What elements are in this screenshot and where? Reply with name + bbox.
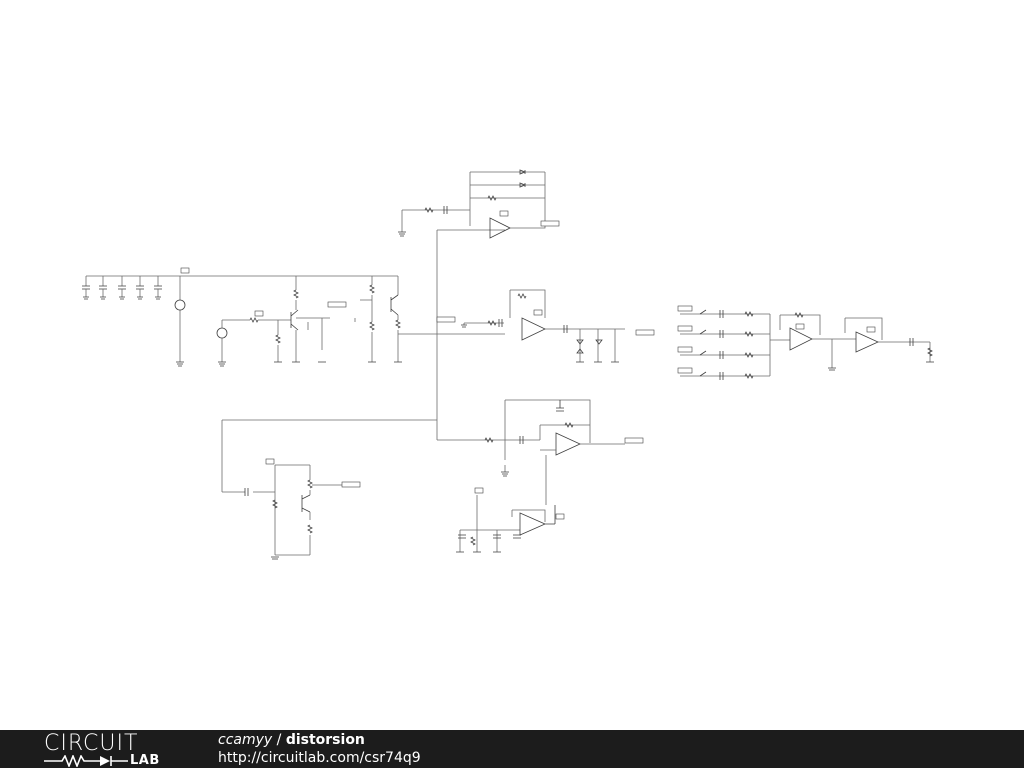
circuit-schematic — [82, 169, 934, 560]
footer-bar: CIRCUIT LAB ccamyy / distorsion http://c… — [0, 730, 1024, 768]
circuitlab-logo[interactable]: CIRCUIT LAB — [44, 733, 178, 767]
signal-trunk — [436, 229, 540, 441]
project-url[interactable]: http://circuitlab.com/csr74q9 — [218, 750, 421, 766]
title-separator: / — [276, 732, 282, 748]
mixer-stage — [677, 305, 934, 380]
project-name: distorsion — [285, 732, 365, 748]
resistor-diode-icon — [44, 755, 128, 767]
supply-rail — [174, 267, 398, 367]
logo-wordmark-bottom: LAB — [130, 753, 160, 768]
gain-stage-middle — [461, 289, 655, 363]
author-link[interactable]: ccamyy — [218, 732, 273, 748]
schematic-canvas[interactable] — [0, 0, 1024, 730]
logo-wordmark-top: CIRCUIT — [44, 731, 139, 756]
project-title: ccamyy / distorsion — [218, 731, 365, 749]
decoupling-capacitors — [82, 275, 180, 300]
bias-stage — [456, 487, 565, 553]
feedback-stage — [221, 419, 437, 560]
buffer-stage — [354, 276, 437, 363]
gain-stage-lower — [484, 399, 644, 505]
input-stage — [216, 276, 347, 367]
clipping-stage-top — [398, 169, 560, 239]
